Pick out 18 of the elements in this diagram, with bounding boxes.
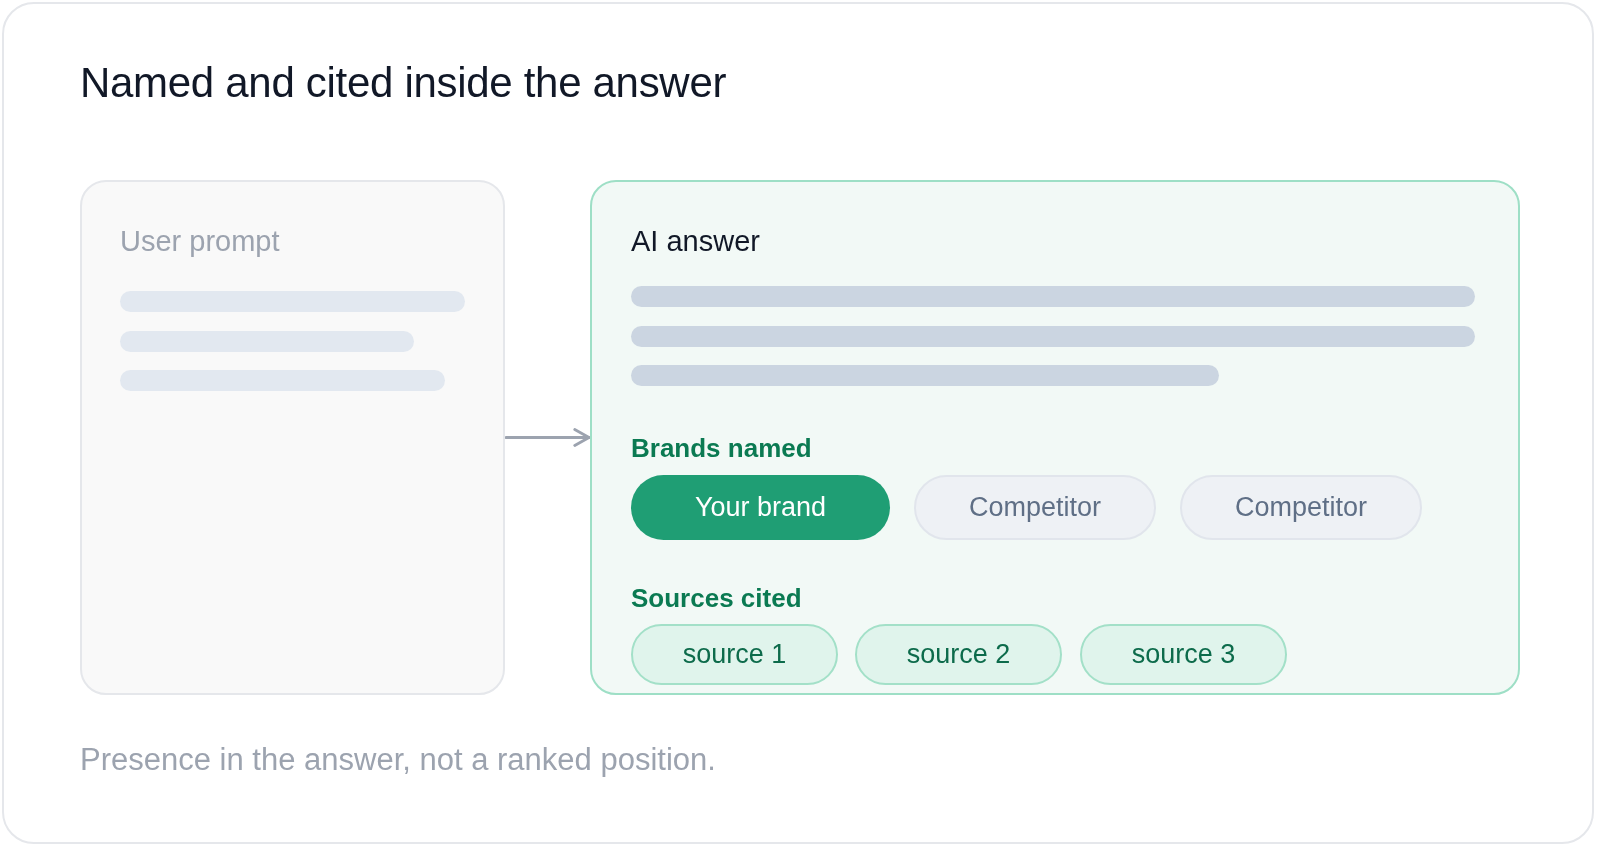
brand-chip: Competitor	[1180, 475, 1422, 540]
source-chip: source 2	[855, 624, 1062, 685]
placeholder-bar	[631, 365, 1219, 386]
placeholder-bar	[631, 286, 1475, 307]
brand-chip: Competitor	[914, 475, 1156, 540]
section-heading: Sources cited	[631, 583, 802, 613]
source-chip: source 3	[1080, 624, 1287, 685]
diagram-title: Named and cited inside the answer	[80, 58, 727, 108]
diagram-caption: Presence in the answer, not a ranked position.	[80, 741, 716, 779]
prompt-card	[80, 180, 505, 695]
section-heading: Brands named	[631, 433, 812, 463]
card-heading: AI answer	[631, 224, 760, 258]
placeholder-bar	[631, 326, 1475, 347]
arrow	[504, 428, 591, 447]
brand-chip: Your brand	[631, 475, 890, 540]
answer-card	[590, 180, 1520, 695]
card-heading: User prompt	[120, 224, 280, 258]
source-chip: source 1	[631, 624, 838, 685]
